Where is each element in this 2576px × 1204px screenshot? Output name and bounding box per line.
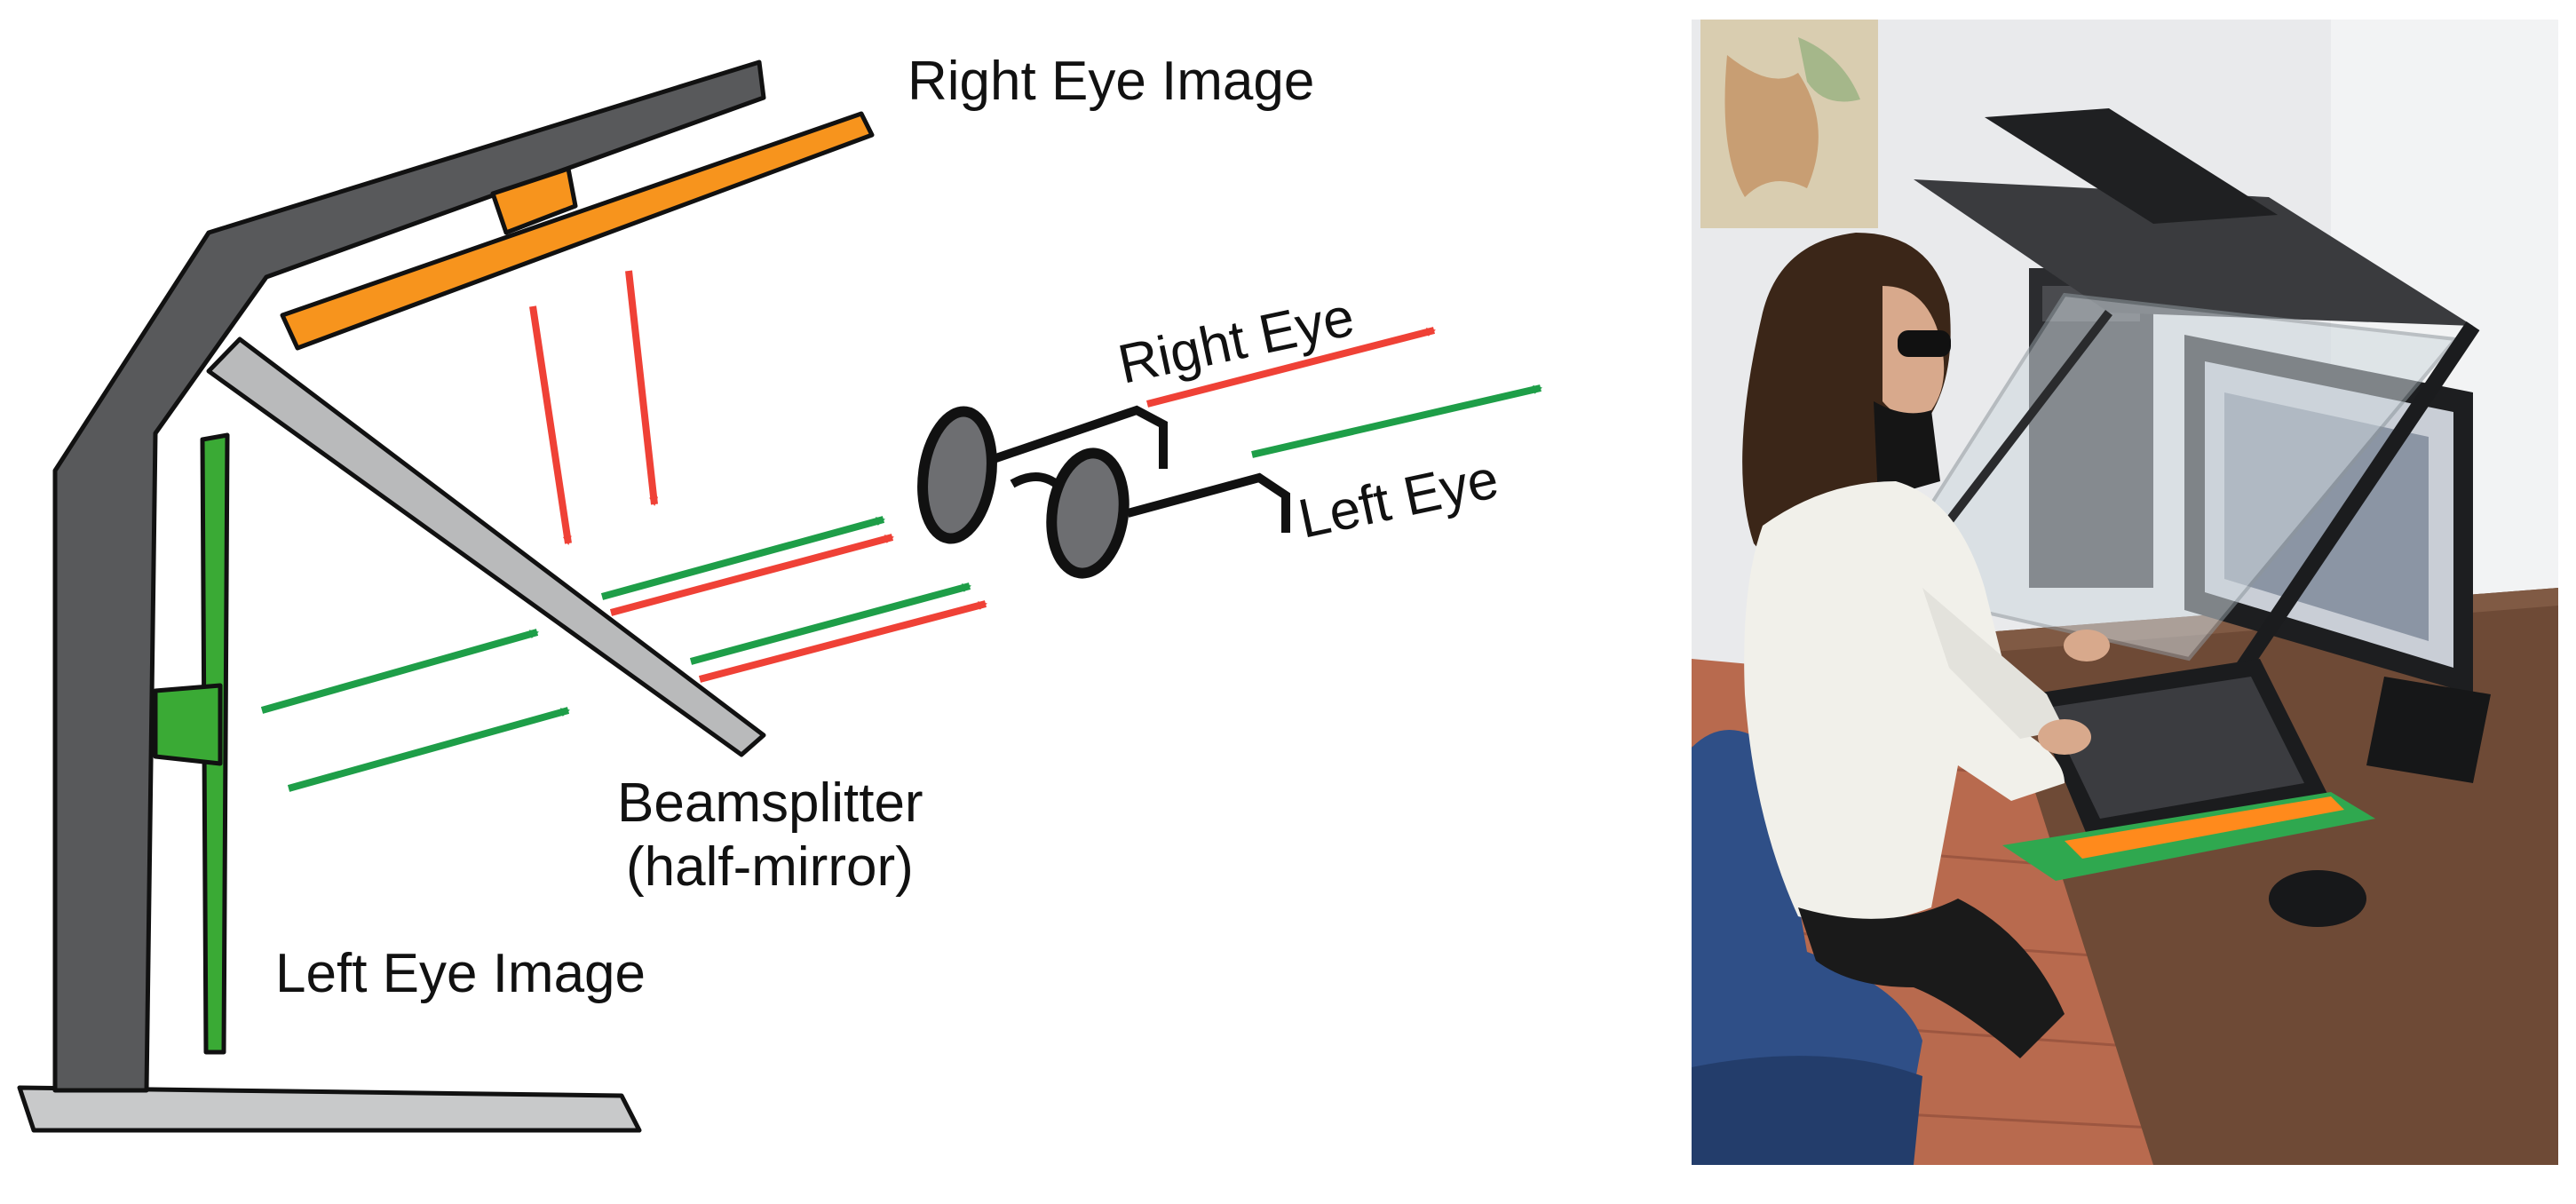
right-eye-monitor xyxy=(280,111,875,351)
glasses-lens-left xyxy=(1046,448,1129,579)
label-beamsplitter: Beamsplitter xyxy=(617,772,923,834)
glasses xyxy=(917,405,1290,579)
rig-half-mirror xyxy=(1875,292,2459,661)
label-left-eye-image: Left Eye Image xyxy=(275,943,646,1004)
stand-frame xyxy=(52,59,766,1093)
red-ray-right-eye xyxy=(1146,327,1436,408)
green-ray-in-1 xyxy=(260,629,539,714)
red-ray-out-1 xyxy=(609,534,894,616)
green-ray-out-1 xyxy=(600,516,885,600)
glasses-temple-right xyxy=(984,405,1168,469)
person-legs xyxy=(1798,899,2065,1058)
stand-base xyxy=(17,1085,642,1133)
person-sweater xyxy=(1744,481,2065,923)
stereo-display-diagram: Right Eye Image Right Eye Left Eye Beams… xyxy=(17,51,1542,1133)
person-glasses xyxy=(1898,330,1951,357)
green-ray-out-2 xyxy=(689,582,971,665)
glasses-temple-left xyxy=(1126,472,1290,533)
label-right-eye-image: Right Eye Image xyxy=(908,51,1314,112)
chair xyxy=(1692,730,1922,1165)
green-ray-in-2 xyxy=(287,707,570,792)
mouse xyxy=(2269,870,2366,927)
setup-photo xyxy=(1692,20,2558,1165)
right-eye-monitor-mount xyxy=(490,166,578,235)
label-half-mirror: (half-mirror) xyxy=(626,836,914,898)
label-left-eye: Left Eye xyxy=(1294,448,1504,551)
beamsplitter-mirror xyxy=(206,337,766,757)
rig-top-monitor xyxy=(1914,179,2473,326)
glasses-lens-right xyxy=(917,406,997,544)
red-ray-down-2 xyxy=(625,270,659,506)
green-ray-left-eye xyxy=(1251,384,1542,458)
red-ray-down-1 xyxy=(529,305,572,545)
red-ray-out-2 xyxy=(698,600,987,683)
left-eye-monitor-mount xyxy=(153,683,223,766)
